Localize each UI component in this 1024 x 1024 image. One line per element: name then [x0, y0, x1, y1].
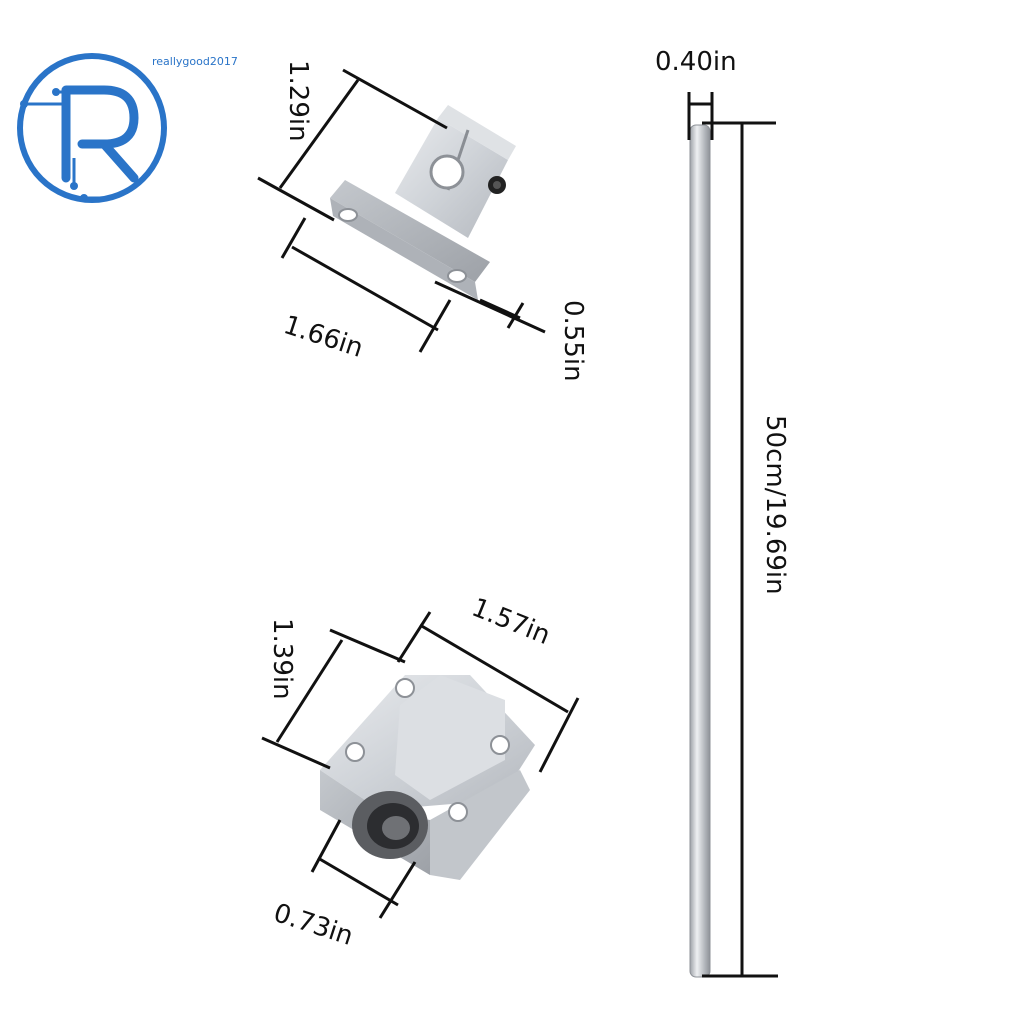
logo-letter-r-icon: [61, 85, 139, 183]
rod-length-label: 50cm/19.69in: [760, 415, 790, 595]
brand-logo: reallygood2017: [17, 53, 238, 203]
dim-rod-length: 50cm/19.69in: [702, 121, 790, 978]
shaft-support-part: [330, 105, 516, 300]
block-bore-label: 0.73in: [270, 898, 357, 952]
rod-diameter-label: 0.40in: [655, 47, 737, 77]
logo-ring: [17, 53, 167, 203]
support-height-label: 1.29in: [283, 60, 313, 142]
linear-bearing-block-part: [320, 675, 535, 880]
dim-support-height: 1.29in: [257, 60, 448, 222]
dim-rod-diameter: 0.40in: [655, 47, 737, 140]
brand-watermark: reallygood2017: [152, 55, 238, 68]
block-length-label: 1.57in: [467, 593, 554, 651]
linear-rod-part: [689, 124, 711, 978]
dim-block-height: 1.39in: [261, 618, 406, 770]
support-width-label: 1.66in: [280, 310, 367, 364]
dim-support-base-thickness: 0.55in: [434, 280, 588, 382]
block-height-label: 1.39in: [267, 618, 297, 700]
support-base-thickness-label: 0.55in: [558, 300, 588, 382]
